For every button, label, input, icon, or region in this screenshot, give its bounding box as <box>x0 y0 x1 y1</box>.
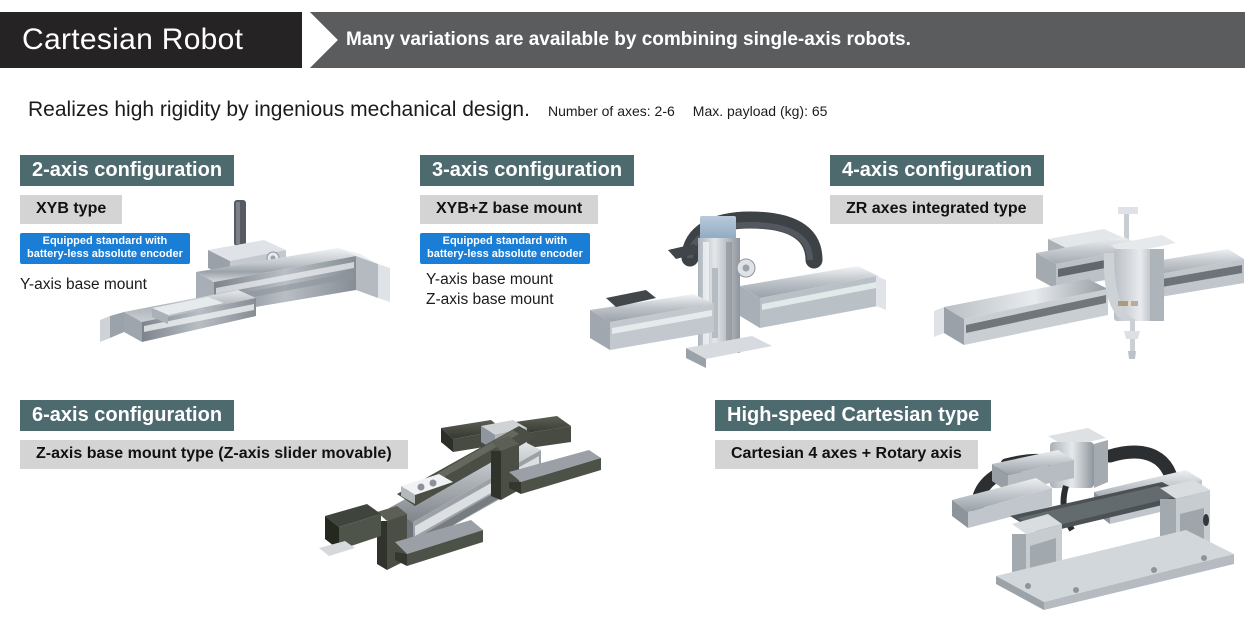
type-badge-xybz: XYB+Z base mount <box>420 195 599 224</box>
image-zr-axes-integrated-robot <box>928 205 1248 370</box>
section-header-4-axis: 4-axis configuration <box>830 155 1045 186</box>
image-high-speed-cartesian-rotary-robot <box>948 420 1248 610</box>
image-xybz-base-mount-robot <box>590 198 890 373</box>
image-z-axis-base-mount-six-axis-robot <box>305 408 625 593</box>
mount-line-z-axis: Z-axis base mount <box>426 291 554 309</box>
section-header-3-axis: 3-axis configuration <box>420 155 635 186</box>
section-header-6-axis: 6-axis configuration <box>20 400 235 431</box>
encoder-badge-line-2: battery-less absolute encoder <box>27 247 183 260</box>
section-header-high-speed: High-speed Cartesian type <box>715 400 992 431</box>
spec-max-payload: Max. payload (kg): 65 <box>692 103 828 119</box>
panel-4-axis-configuration: 4-axis configuration ZR axes integrated … <box>830 155 1045 224</box>
page-header-banner: Cartesian Robot Many variations are avai… <box>0 12 1245 68</box>
encoder-badge-line-1: Equipped standard with <box>42 234 168 247</box>
intro-spec-list: Number of axes: 2-6 Max. payload (kg): 6… <box>548 103 827 119</box>
page-title: Cartesian Robot <box>22 23 244 56</box>
encoder-badge-line-2: battery-less absolute encoder <box>427 247 583 260</box>
panel-2-axis-configuration: 2-axis configuration XYB type Equipped s… <box>20 155 235 295</box>
type-badge-z-axis-base-mount: Z-axis base mount type (Z-axis slider mo… <box>20 440 408 469</box>
type-badge-zr-axes: ZR axes integrated type <box>830 195 1043 224</box>
header-banner-dark-background <box>0 12 330 68</box>
type-badge-cartesian-4-axes-rotary: Cartesian 4 axes + Rotary axis <box>715 440 978 469</box>
encoder-badge-line-1: Equipped standard with <box>442 234 568 247</box>
encoder-badge-3-axis: Equipped standard with battery-less abso… <box>420 232 590 264</box>
encoder-badge-2-axis: Equipped standard with battery-less abso… <box>20 232 190 264</box>
intro-headline: Realizes high rigidity by ingenious mech… <box>28 98 530 121</box>
spec-number-of-axes: Number of axes: 2-6 <box>547 103 675 119</box>
panel-6-axis-configuration: 6-axis configuration Z-axis base mount t… <box>20 400 408 469</box>
mount-line-y-axis: Y-axis base mount <box>20 275 147 293</box>
type-badge-xyb: XYB type <box>20 195 123 224</box>
section-header-2-axis: 2-axis configuration <box>20 155 235 186</box>
page-subtitle: Many variations are available by combini… <box>346 29 911 50</box>
chevron-right-icon <box>296 12 344 68</box>
intro-row: Realizes high rigidity by ingenious mech… <box>28 98 827 122</box>
image-xyb-cartesian-robot <box>88 198 418 358</box>
panel-3-axis-configuration: 3-axis configuration XYB+Z base mount Eq… <box>420 155 635 311</box>
mount-line-y-axis: Y-axis base mount <box>426 270 553 288</box>
panel-high-speed-cartesian-type: High-speed Cartesian type Cartesian 4 ax… <box>715 400 992 469</box>
